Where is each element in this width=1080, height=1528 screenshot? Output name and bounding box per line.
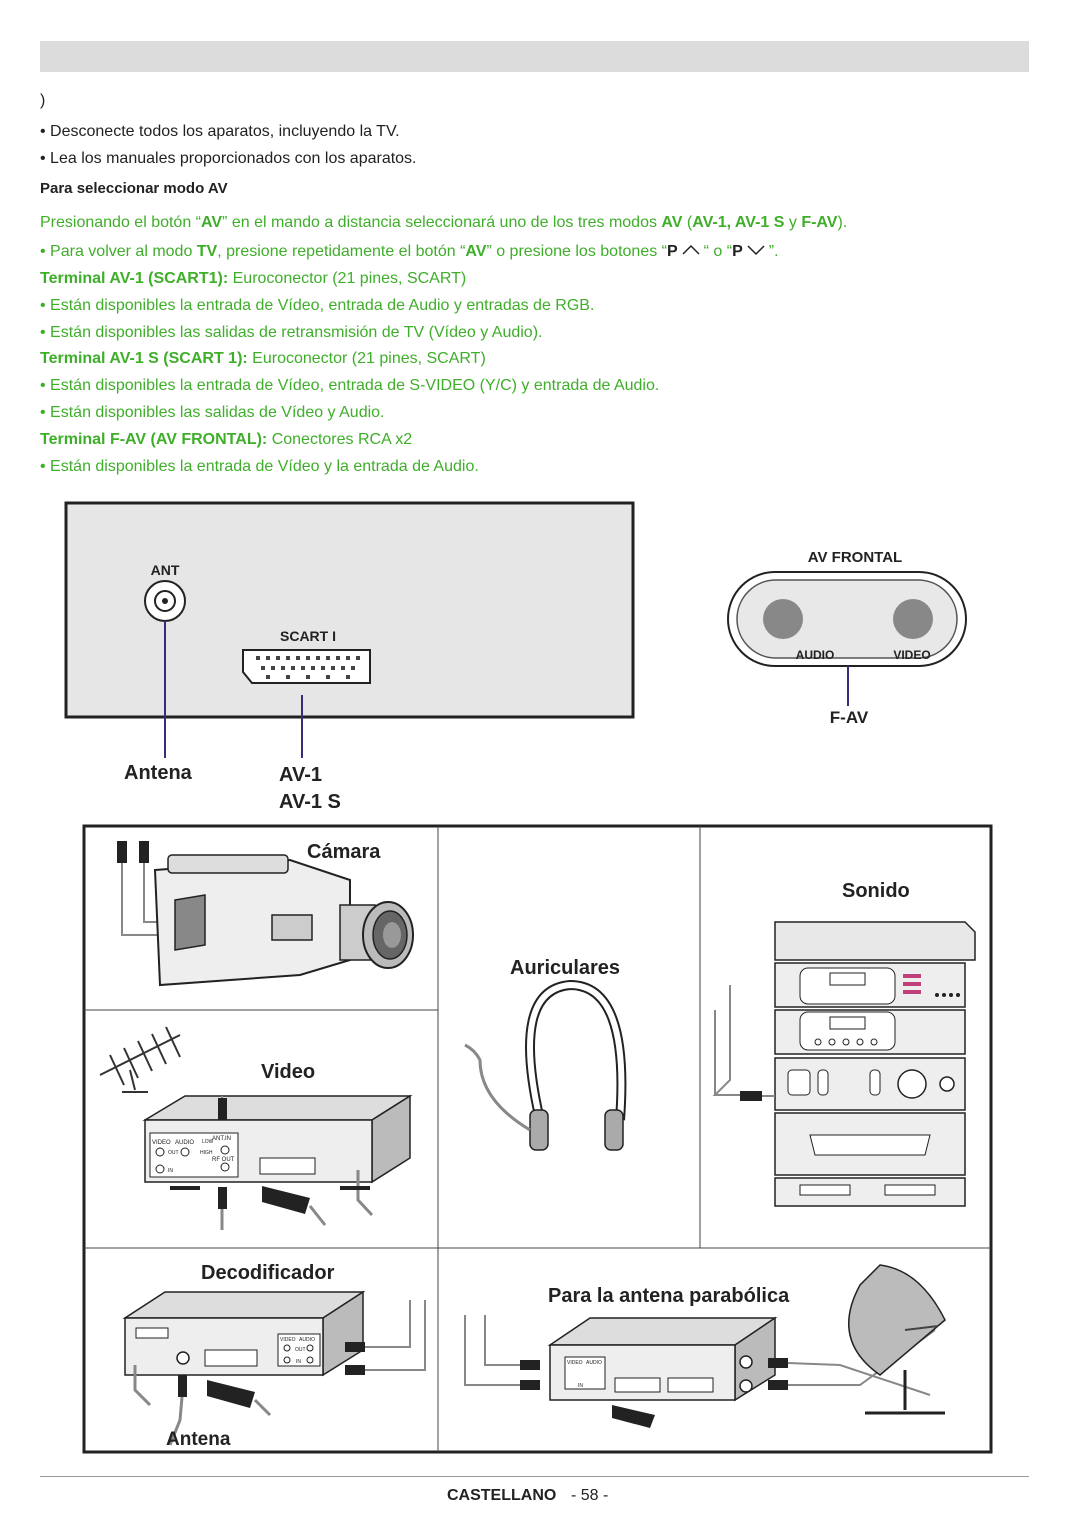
decoder-in-label: IN: [296, 1359, 301, 1365]
text-run: Presionando el botón “: [40, 214, 201, 231]
vcr-video-label: VIDEO: [152, 1140, 171, 1146]
text-run: y: [784, 214, 802, 231]
page-number: - 58 -: [571, 1487, 609, 1504]
av-frontal-inner: [736, 579, 958, 659]
connection-diagram: ANT SCART I Antena AV-1 AV-1 S AV FRONTA…: [64, 501, 993, 1454]
terminal-av1s-bullet: • Están disponibles la entrada de Vídeo,…: [40, 377, 660, 394]
vcr-in-label: IN: [168, 1168, 173, 1174]
video-device-label: Video: [261, 1061, 315, 1083]
scart-label: SCART I: [280, 628, 336, 644]
terminal-av1-bullet: • Están disponibles la entrada de Vídeo,…: [40, 297, 595, 314]
sat-audio-label: AUDIO: [586, 1360, 602, 1366]
sonido-label: Sonido: [842, 880, 910, 902]
header-bar: [40, 41, 1029, 72]
text-run: AV: [201, 214, 223, 231]
fav-label: F-AV: [830, 708, 869, 727]
terminal-desc: Conectores RCA x2: [267, 431, 413, 448]
chevron-up-icon: [682, 244, 700, 255]
text-run: ”.: [768, 243, 779, 260]
text-run: ).: [837, 214, 848, 231]
text-run: • Para volver al modo: [40, 243, 197, 260]
text-run: ” en el mando a distancia seleccionará u…: [222, 214, 662, 231]
text-run: TV: [196, 243, 218, 260]
footer-rule: [40, 1476, 1029, 1477]
tv-mode-line: • Para volver al modo TV, presione repet…: [40, 243, 779, 261]
parabolica-label: Para la antena parabólica: [548, 1285, 790, 1307]
text-run: AV-1, AV-1 S: [692, 214, 785, 231]
decoder-antena-label: Antena: [166, 1429, 231, 1450]
terminal-desc: Euroconector (21 pines, SCART): [247, 350, 486, 367]
bullet-disconnect: • Desconecte todos los aparatos, incluye…: [40, 123, 400, 140]
terminal-av1s-bullet: • Están disponibles las salidas de Vídeo…: [40, 404, 385, 421]
decoder-video-label: VIDEO: [280, 1337, 296, 1343]
sat-video-label: VIDEO: [567, 1360, 583, 1366]
stereo-illustration: [712, 921, 976, 1207]
footer-language: CASTELLANO: [447, 1487, 557, 1504]
text-run: AV: [465, 243, 487, 260]
text-run: (: [682, 214, 693, 231]
headphones-illustration: [464, 979, 627, 1151]
satellite-illustration: VIDEO AUDIO IN: [464, 1264, 946, 1428]
scart-pins: [256, 656, 360, 679]
video-label: VIDEO: [893, 648, 930, 662]
terminal-fav-bullet: • Están disponibles la entrada de Vídeo …: [40, 458, 479, 475]
camara-label: Cámara: [307, 841, 381, 863]
terminal-av1s-heading: Terminal AV-1 S (SCART 1): Euroconector …: [40, 350, 486, 368]
vcr-illustration: VIDEO AUDIO LOW ANT.IN OUT HIGH RF OUT I…: [142, 1094, 413, 1230]
chevron-down-icon: [747, 245, 765, 256]
decoder-out-label: OUT: [295, 1347, 306, 1353]
vcr-low-label: LOW: [202, 1139, 214, 1145]
bullet-manuals: • Lea los manuales proporcionados con lo…: [40, 150, 417, 167]
video-jack: [893, 599, 933, 639]
decodificador-label: Decodificador: [201, 1262, 335, 1284]
camera-illustration: [117, 841, 414, 987]
audio-jack: [763, 599, 803, 639]
ant-socket-pin: [162, 598, 168, 604]
audio-label: AUDIO: [796, 648, 835, 662]
terminal-av1-heading: Terminal AV-1 (SCART1): Euroconector (21…: [40, 270, 466, 288]
terminal-fav-heading: Terminal F-AV (AV FRONTAL): Conectores R…: [40, 431, 412, 449]
text-run: F-AV: [801, 214, 838, 231]
terminal-label: Terminal F-AV (AV FRONTAL):: [40, 431, 268, 448]
text-run: ” o presione los botones “: [486, 243, 667, 260]
text-run: AV: [661, 214, 683, 231]
av-frontal-label: AV FRONTAL: [808, 549, 902, 566]
vcr-rfout-label: RF OUT: [212, 1157, 235, 1163]
auriculares-label: Auriculares: [510, 957, 620, 979]
p-key: P: [666, 243, 678, 260]
decoder-illustration: VIDEO AUDIO OUT IN: [122, 1290, 426, 1446]
vcr-out-label: OUT: [168, 1150, 179, 1156]
terminal-desc: Euroconector (21 pines, SCART): [228, 270, 467, 287]
p-key: P: [732, 243, 743, 260]
sat-in-label: IN: [578, 1383, 583, 1389]
ant-label: ANT: [151, 562, 180, 578]
vcr-antin-label: ANT.IN: [212, 1136, 231, 1142]
av1s-label: AV-1 S: [279, 791, 341, 813]
section-title: Para seleccionar modo AV: [40, 180, 228, 197]
av1-label: AV-1: [279, 764, 322, 786]
antena-label: Antena: [124, 762, 193, 784]
av-mode-intro: Presionando el botón “AV” en el mando a …: [40, 214, 847, 232]
text-run: , presione repetidamente el botón “: [217, 243, 466, 260]
terminal-av1-bullet: • Están disponibles las salidas de retra…: [40, 324, 543, 341]
paren-text: ): [40, 92, 46, 109]
vcr-audio-label: AUDIO: [175, 1140, 194, 1146]
decoder-audio-label: AUDIO: [299, 1337, 315, 1343]
vcr-high-label: HIGH: [200, 1150, 213, 1156]
terminal-label: Terminal AV-1 S (SCART 1):: [40, 350, 248, 367]
text-run: “ o “: [703, 243, 733, 260]
tv-antenna-illustration: [99, 1026, 181, 1093]
terminal-label: Terminal AV-1 (SCART1):: [40, 270, 229, 287]
